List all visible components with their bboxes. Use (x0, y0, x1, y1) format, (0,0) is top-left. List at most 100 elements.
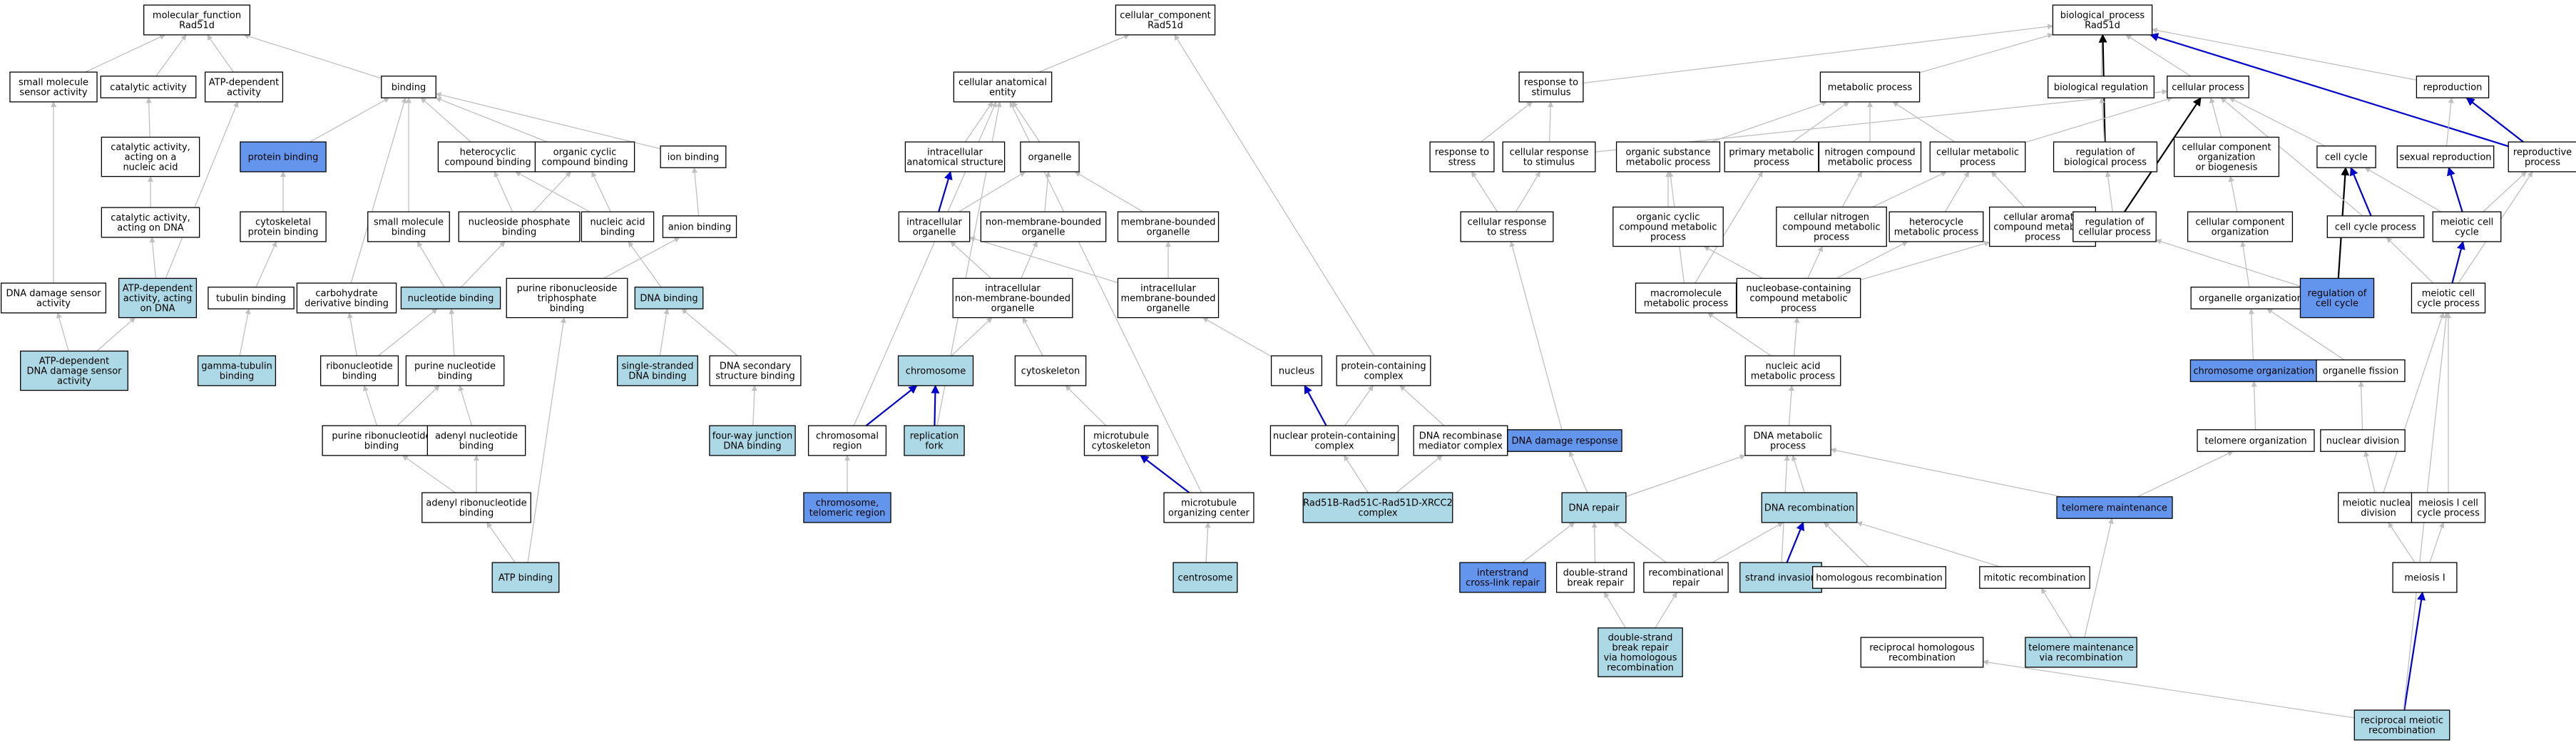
term-node-centro[interactable]: centrosome (1172, 562, 1238, 593)
term-node-telorg[interactable]: telomere organization (2197, 429, 2315, 452)
term-node-dnabind[interactable]: DNA binding (634, 287, 704, 309)
term-node-repro[interactable]: reproduction (2416, 76, 2490, 98)
term-node-organelle[interactable]: organelle (1020, 141, 1080, 173)
term-node-cata[interactable]: catalytic activity (100, 76, 197, 98)
term-node-ionbind[interactable]: ion binding (660, 145, 727, 168)
term-node-nucbind[interactable]: nucleotide binding (400, 287, 501, 309)
term-node-sexrep[interactable]: sexual reproduction (2396, 145, 2495, 168)
term-node-chrtel[interactable]: chromosome,telomeric region (803, 492, 891, 523)
term-node-ccp[interactable]: cell cycle process (2326, 215, 2425, 238)
term-node-orgfis[interactable]: organelle fission (2316, 359, 2406, 382)
term-node-nucdiv[interactable]: nuclear division (2320, 429, 2406, 452)
term-node-protbind[interactable]: protein binding (240, 141, 327, 173)
term-node-mitrec[interactable]: mitotic recombination (1979, 566, 2090, 589)
term-node-cadna[interactable]: catalytic activity,acting on DNA (101, 207, 200, 238)
term-node-chrorg[interactable]: chromosome organization (2189, 359, 2318, 382)
term-node-binding[interactable]: binding (381, 76, 436, 98)
term-node-nucleus[interactable]: nucleus (1270, 355, 1323, 386)
term-node-anbind[interactable]: anion binding (662, 215, 737, 238)
term-node-homrec[interactable]: homologous recombination (1811, 566, 1946, 589)
term-node-cytoskel[interactable]: cytoskeleton (1014, 355, 1087, 386)
term-node-chromosome[interactable]: chromosome (897, 355, 974, 386)
term-node-tubbind[interactable]: tubulin binding (208, 287, 295, 309)
term-node-dnarep[interactable]: DNA repair (1561, 492, 1627, 523)
term-node-cellproc[interactable]: cellular process (2167, 76, 2249, 98)
term-node-dnadr[interactable]: DNA damage response (1507, 429, 1622, 452)
term-node-telmain[interactable]: telomere maintenance (2056, 496, 2173, 519)
term-node-atpbind[interactable]: ATP binding (491, 562, 560, 593)
term-node-inmbo[interactable]: intracellularnon-membrane-boundedorganel… (952, 277, 1073, 319)
term-node-orgorg[interactable]: organelle organization (2190, 287, 2311, 309)
term-node-bioreg[interactable]: biological regulation (2047, 76, 2155, 98)
term-node-dnarec[interactable]: DNA recombination (1761, 492, 1858, 523)
term-node-strinv[interactable]: strand invasion (1739, 562, 1822, 593)
term-node-cellcycle[interactable]: cell cycle (2316, 145, 2376, 168)
